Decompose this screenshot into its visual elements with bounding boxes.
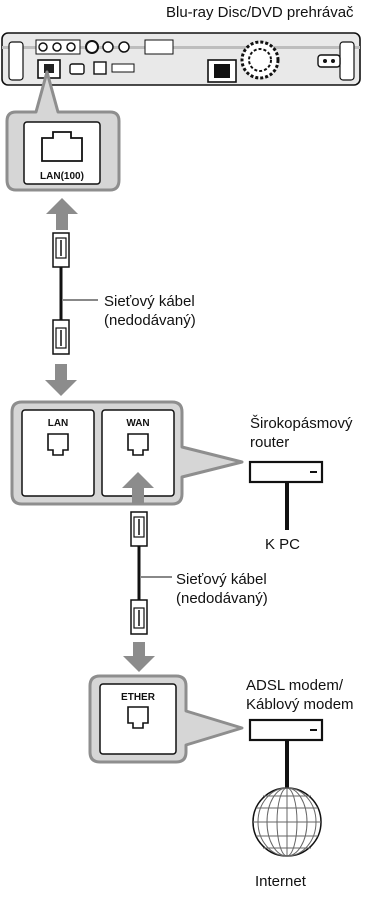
router-label-line1: Širokopásmový xyxy=(250,415,353,432)
arrow-up-to-player xyxy=(46,198,78,230)
router-lan-port-icon xyxy=(47,433,69,456)
arrow-up-to-router-wan xyxy=(122,472,154,504)
router-label-line2: router xyxy=(250,434,290,451)
modem-label-line1: ADSL modem/ xyxy=(246,677,343,694)
modem-label-line2: Káblový modem xyxy=(246,696,354,713)
to-pc-label: K PC xyxy=(265,536,301,553)
router-wan-port-label: WAN xyxy=(126,418,149,429)
cable-2-label-line1: Sieťový kábel xyxy=(176,571,267,588)
player-rear-panel xyxy=(1,32,361,86)
arrow-down-to-modem xyxy=(123,642,155,672)
cable-1-label-line2: (nedodávaný) xyxy=(104,312,196,329)
cable-plug-bottom-1 xyxy=(52,319,70,355)
cable-1-label-line1: Sieťový kábel xyxy=(104,293,195,310)
player-lan-port-label: LAN(100) xyxy=(40,171,84,182)
player-title: Blu-ray Disc/DVD prehrávač xyxy=(166,4,354,21)
player-lan-port-icon xyxy=(41,131,83,162)
cable-plug-bottom-2 xyxy=(130,599,148,635)
modem-ether-port-icon xyxy=(127,706,149,729)
router-lan-port-label: LAN xyxy=(48,418,69,429)
cable-2-label-line2: (nedodávaný) xyxy=(176,590,268,607)
internet-globe-icon xyxy=(252,787,322,857)
cable-plug-top-1 xyxy=(52,232,70,268)
router-device xyxy=(248,460,324,484)
modem-ether-port-label: ETHER xyxy=(121,692,156,703)
cable-plug-top-2 xyxy=(130,511,148,547)
modem-port-callout xyxy=(88,674,244,764)
modem-device xyxy=(248,718,324,742)
router-wan-port-icon xyxy=(127,433,149,456)
internet-label: Internet xyxy=(255,873,306,890)
arrow-down-to-router xyxy=(45,364,77,396)
